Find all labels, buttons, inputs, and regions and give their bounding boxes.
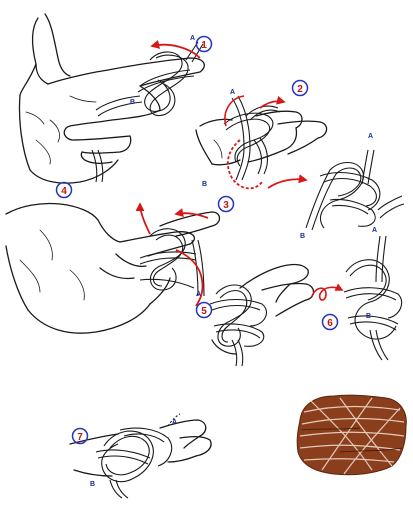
svg-text:7: 7 <box>77 432 83 443</box>
end-label-b-3: B <box>300 233 305 240</box>
rope-step-2 <box>224 96 280 180</box>
step-badge-1: 1 <box>197 37 212 52</box>
svg-text:2: 2 <box>297 84 303 95</box>
step-badge-6: 6 <box>323 315 338 330</box>
step-badge-4: 4 <box>57 183 72 198</box>
hand-figure-1 <box>19 14 204 183</box>
rope-step-7 <box>96 414 180 498</box>
rope-step-6b <box>344 236 402 360</box>
end-label-a-3: A <box>368 133 373 140</box>
end-label-b-1: B <box>130 99 135 106</box>
red-arrow-2 <box>228 140 262 188</box>
hand-figure-5 <box>6 203 220 333</box>
end-label-a-2: A <box>230 89 235 96</box>
end-label-a-1: A <box>190 35 195 42</box>
svg-text:3: 3 <box>223 200 229 211</box>
step-badge-7: 7 <box>73 429 88 444</box>
svg-text:4: 4 <box>61 186 67 197</box>
red-arrow-3 <box>268 179 306 188</box>
rope-step-3-detail <box>306 150 404 230</box>
end-label-a-6: A <box>372 227 377 234</box>
red-arrow-5a <box>140 204 150 234</box>
step-badge-2: 2 <box>293 81 308 96</box>
end-label-b-7: B <box>90 481 95 488</box>
end-label-a-7: A <box>172 419 177 426</box>
svg-text:6: 6 <box>327 318 333 329</box>
end-label-b-2: B <box>202 181 207 188</box>
svg-text:1: 1 <box>201 40 207 51</box>
svg-text:5: 5 <box>201 306 207 317</box>
step-badge-3: 3 <box>219 197 234 212</box>
rope-step-6a <box>210 285 266 366</box>
red-arrow-6 <box>312 287 342 300</box>
end-label-b-6: B <box>366 313 371 320</box>
end-label-a-5: A <box>196 291 201 298</box>
step-badge-5: 5 <box>197 303 212 318</box>
